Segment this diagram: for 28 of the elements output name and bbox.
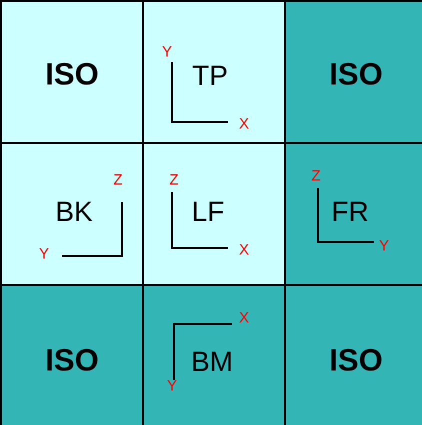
grid-cell: [286, 2, 422, 142]
axis-label: Y: [379, 238, 389, 254]
grid-cell: [2, 2, 142, 142]
view-label: BK: [55, 198, 93, 226]
view-label: LF: [192, 198, 224, 226]
grid-cell: [2, 144, 142, 284]
axis-label: X: [239, 310, 249, 326]
view-label: FR: [331, 198, 369, 226]
axis-label: Z: [311, 168, 321, 184]
view-label: ISO: [45, 58, 99, 90]
grid-cell: [144, 286, 284, 425]
axis-label: Y: [167, 378, 177, 394]
axis-label: Y: [162, 44, 172, 60]
axis-label: Y: [39, 246, 49, 262]
view-label: ISO: [329, 58, 383, 90]
view-label: ISO: [329, 344, 383, 376]
grid-cell: [144, 2, 284, 142]
grid-cell: [286, 144, 422, 284]
view-label: TP: [192, 62, 228, 90]
grid-cell: [144, 144, 284, 284]
view-label: BM: [191, 348, 233, 376]
grid-cell: [2, 286, 142, 425]
grid-cell: [286, 286, 422, 425]
axis-label: Z: [113, 172, 123, 188]
axis-label: Z: [169, 172, 179, 188]
view-label: ISO: [45, 344, 99, 376]
axis-label: X: [239, 242, 249, 258]
axis-label: X: [239, 116, 249, 132]
